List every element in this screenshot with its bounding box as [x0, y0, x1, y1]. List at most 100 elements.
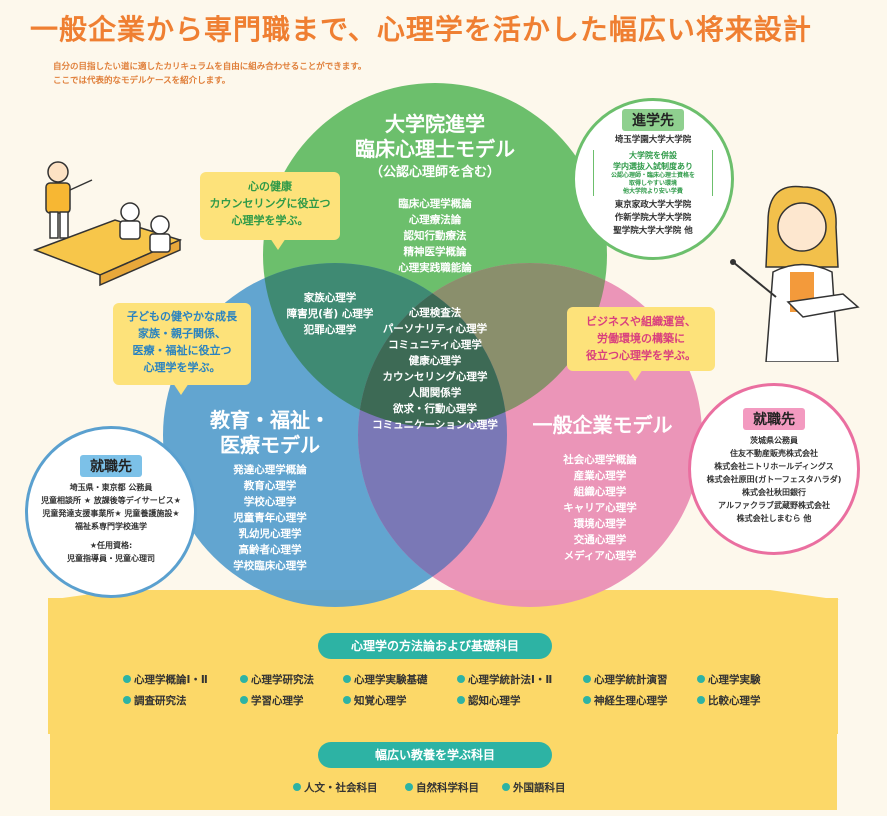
course-label: 調査研究法: [134, 695, 187, 707]
course-item: 障害児(者) 心理学: [286, 308, 374, 320]
course-label: 神経生理心理学: [594, 695, 668, 707]
course-label: 自然科学科目: [416, 782, 479, 794]
callout-tail: [173, 383, 189, 395]
job-item: 埼玉県・東京都 公務員: [69, 483, 153, 492]
course-item: カウンセリング心理学: [382, 371, 488, 383]
center-courses: 心理検査法 パーソナリティ心理学 コミュニティ心理学 健康心理学 カウンセリング…: [360, 305, 510, 433]
job-item: 児童発達支援事業所★ 児童養護施設★: [42, 509, 180, 518]
job-item: 株式会社しまむら 他: [736, 514, 812, 523]
jobs-right-badge: 就職先: [743, 408, 805, 430]
course-item: 臨床心理学概論: [398, 198, 472, 210]
school-item: 聖学院大学大学院 他: [613, 226, 693, 236]
course-item: メディア心理学: [563, 550, 637, 562]
job-item: 株式会社秋田銀行: [742, 488, 806, 497]
intro-line: 自分の目指したい道に適したカリキュラムを自由に組み合わせることができます。: [53, 62, 367, 72]
bullet-dot: [502, 783, 510, 791]
course-item: コミュニティ心理学: [388, 339, 482, 351]
course-item: 健康心理学: [408, 355, 462, 367]
bullet-dot: [343, 696, 351, 704]
course-item: 学校心理学: [243, 496, 297, 508]
course-item: 心理学実験: [697, 672, 761, 687]
course-item: 外国語科目: [502, 780, 566, 795]
green-model-courses: 臨床心理学概論 心理療法論 認知行動療法 精神医学概論 心理実践職能論: [355, 196, 515, 276]
course-item: 学校臨床心理学: [233, 560, 307, 572]
bullet-dot: [123, 675, 131, 683]
course-item: 心理学実験基礎: [343, 672, 428, 687]
course-item: 社会心理学概論: [563, 454, 637, 466]
job-item: アルファクラブ武蔵野株式会社: [718, 501, 830, 510]
course-item: 犯罪心理学: [303, 324, 357, 336]
green-model-heading: 大学院進学 臨床心理士モデル: [335, 112, 535, 162]
course-item: 乳幼児心理学: [238, 528, 302, 540]
school-item: 作新学院大学大学院: [614, 213, 692, 223]
heading-line: 臨床心理士モデル: [355, 137, 515, 161]
callout-line: 心理学を学ぶ。: [231, 214, 309, 227]
course-item: 心理学研究法: [240, 672, 314, 687]
course-item: 交通心理学: [573, 534, 627, 546]
course-item: 認知心理学: [457, 693, 521, 708]
course-label: 知覚心理学: [354, 695, 407, 707]
course-item: 自然科学科目: [405, 780, 479, 795]
qual-title: ★任用資格:: [89, 541, 133, 550]
job-item: 株式会社ニトリホールディングス: [714, 462, 834, 471]
bullet-dot: [240, 675, 248, 683]
callout-tail: [270, 238, 286, 250]
course-item: 心理学統計演習: [583, 672, 668, 687]
box-line: 学内選抜入試制度あり: [613, 162, 693, 171]
course-item: 組織心理学: [573, 486, 627, 498]
bullet-dot: [240, 696, 248, 704]
course-item: 認知行動療法: [403, 230, 467, 242]
course-item: 学習心理学: [240, 693, 304, 708]
box-line: 大学院を併設: [629, 151, 677, 160]
box-small-line: 他大学院より安い学費: [623, 188, 683, 195]
liberal-label: 幅広い教養を学ぶ科目: [318, 742, 552, 768]
grad-school-badge: 進学先: [622, 109, 684, 131]
course-item: コミュニケーション心理学: [372, 419, 498, 431]
teacher-illustration: [730, 185, 860, 362]
blue-model-heading: 教育・福祉・ 医療モデル: [200, 408, 340, 458]
bullet-dot: [123, 696, 131, 704]
course-label: 心理学実験基礎: [354, 674, 428, 686]
callout-line: 役立つ心理学を学ぶ。: [586, 349, 696, 362]
grad-school-box: 大学院を併設 学内選抜入試制度あり 公認心理師・臨床心理士資格を 取得しやすい環…: [593, 150, 713, 196]
job-item: 茨城県公務員: [750, 436, 798, 445]
callout-line: 心の健康: [248, 180, 292, 193]
bullet-dot: [697, 675, 705, 683]
course-item: 欲求・行動心理学: [393, 403, 477, 415]
page-title: 一般企業から専門職まで、心理学を活かした幅広い将来設計: [30, 13, 812, 46]
job-item: 株式会社原田(ガトーフェスタハラダ): [706, 475, 842, 484]
course-label: 認知心理学: [468, 695, 521, 707]
course-item: 環境心理学: [573, 518, 627, 530]
pink-callout: ビジネスや組織運営、 労働環境の構築に 役立つ心理学を学ぶ。: [567, 307, 715, 381]
course-label: 心理学統計演習: [594, 674, 668, 686]
job-item: 福祉系専門学校進学: [75, 522, 147, 531]
course-item: 発達心理学概論: [233, 464, 307, 476]
heading-line: 医療モデル: [220, 433, 320, 457]
box-small-line: 公認心理師・臨床心理士資格を: [610, 172, 695, 179]
course-item: 心理療法論: [408, 214, 462, 226]
jobs-left-circle: 就職先 埼玉県・東京都 公務員 児童相談所 ★ 放課後等デイサービス★ 児童発達…: [25, 426, 197, 598]
jobs-right-circle: 就職先 茨城県公務員 住友不動産販売株式会社 株式会社ニトリホールディングス 株…: [688, 383, 860, 555]
qual-item: 児童指導員・児童心理司: [67, 554, 155, 563]
course-item: 心理学概論Ⅰ・Ⅱ: [123, 672, 208, 687]
course-item: 比較心理学: [697, 693, 761, 708]
heading-line: 大学院進学: [385, 112, 485, 136]
course-label: 心理学実験: [708, 674, 761, 686]
course-item: 産業心理学: [573, 470, 627, 482]
course-label: 学習心理学: [251, 695, 304, 707]
course-item: 高齢者心理学: [238, 544, 302, 556]
course-item: 心理実践職能論: [398, 262, 472, 274]
blue-callout: 子どもの健やかな成長 家族・親子関係、 医療・福祉に役立つ 心理学を学ぶ。: [113, 303, 251, 395]
jobs-right-list: 茨城県公務員 住友不動産販売株式会社 株式会社ニトリホールディングス 株式会社原…: [691, 434, 857, 525]
platform-edge: [48, 590, 840, 600]
intro-line: ここでは代表的なモデルケースを紹介します。: [53, 76, 231, 86]
callout-line: 心理学を学ぶ。: [143, 361, 221, 374]
grad-school-top: 埼玉学園大学大学院: [614, 135, 692, 145]
classroom-illustration: [32, 161, 183, 287]
school-item: 東京家政大学大学院: [614, 200, 692, 210]
pink-model-courses: 社会心理学概論 産業心理学 組織心理学 キャリア心理学 環境心理学 交通心理学 …: [530, 452, 670, 564]
callout-line: 子どもの健やかな成長: [127, 310, 237, 323]
course-label: 心理学研究法: [251, 674, 314, 686]
green-model-note: （公認心理師を含む）: [369, 165, 500, 180]
jobs-left-badge: 就職先: [80, 455, 142, 477]
